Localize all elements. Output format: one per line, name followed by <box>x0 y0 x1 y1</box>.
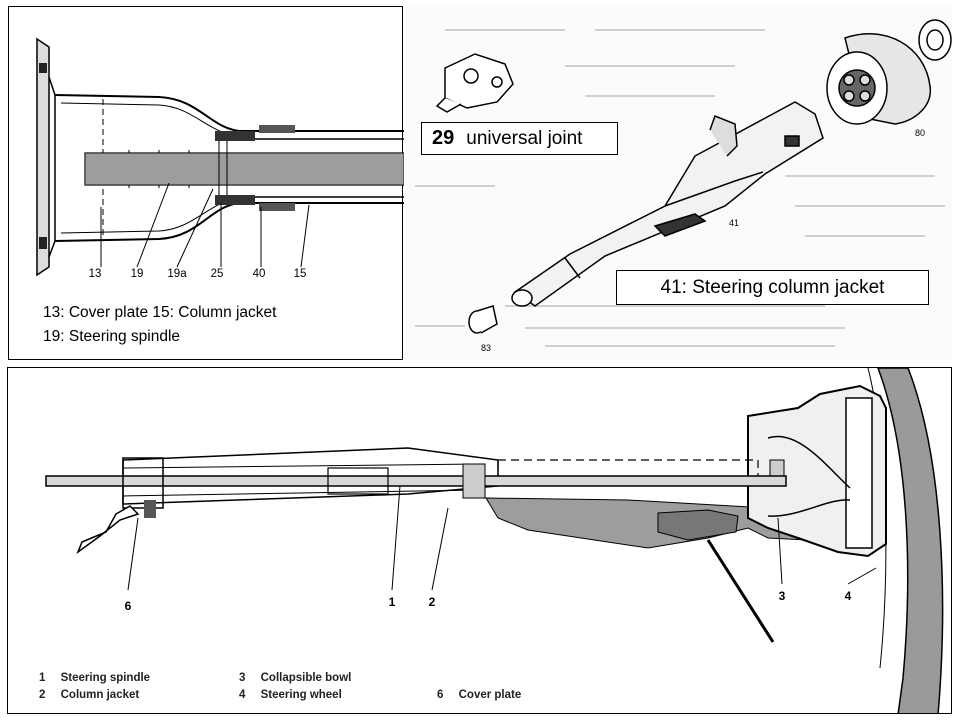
legend-item-1: 1 Steering spindle <box>39 672 150 684</box>
callout-3: 3 <box>779 589 786 603</box>
exploded-view-drawing: 80 41 83 <box>415 19 952 353</box>
legend-text: Collapsible bowl <box>260 672 352 684</box>
legend-text: Cover plate <box>458 689 522 701</box>
callout-25: 25 <box>211 268 224 280</box>
cross-section-drawing: 13 19 19a 25 40 15 <box>36 37 404 280</box>
universal-joint-label: 29 universal joint <box>421 122 618 155</box>
exploded-view-panel: 80 41 83 29 universal joint 41: Steering… <box>405 6 952 360</box>
callout-2: 2 <box>429 595 436 609</box>
bushing-icon <box>468 305 498 334</box>
callout-6: 6 <box>125 599 132 613</box>
legend-item-2: 2 Column jacket <box>39 689 139 701</box>
legend-num: 4 <box>239 689 246 701</box>
legend-text: Steering spindle <box>60 672 151 684</box>
callout-41: 41 <box>729 218 739 228</box>
legend-item-4: 4 Steering wheel <box>239 689 342 701</box>
callout-13: 13 <box>89 268 102 280</box>
legend-num: 6 <box>437 689 444 701</box>
assembly-panel: 6 1 2 3 4 1 Steering spindle 2 Column ja… <box>7 367 952 714</box>
legend-num: 3 <box>239 672 246 684</box>
ujoint-text: universal joint <box>466 127 583 149</box>
callout-40: 40 <box>253 268 266 280</box>
callout-1: 1 <box>389 595 396 609</box>
caption-line-1: 13: Cover plate 15: Column jacket <box>43 304 277 321</box>
column-jacket-icon <box>511 101 824 307</box>
legend-item-3: 3 Collapsible bowl <box>239 672 351 684</box>
jacket-label: 41: Steering column jacket <box>616 270 929 305</box>
assembly-drawing: 6 1 2 3 4 <box>45 368 944 713</box>
legend-num: 2 <box>39 689 46 701</box>
callout-15: 15 <box>294 268 307 280</box>
callout-83: 83 <box>481 343 491 353</box>
callout-19: 19 <box>131 268 144 280</box>
collapsible-bowl-icon <box>826 19 952 125</box>
legend-item-6: 6 Cover plate <box>437 689 521 701</box>
universal-joint-icon <box>435 53 514 113</box>
cross-section-panel: 13 19 19a 25 40 15 13: Cover plate 15: C… <box>8 6 404 360</box>
legend-num: 1 <box>39 672 46 684</box>
ujoint-number: 29 <box>432 127 455 149</box>
callout-80: 80 <box>915 128 925 138</box>
callout-4: 4 <box>845 589 852 603</box>
legend-text: Steering wheel <box>260 689 342 701</box>
caption-line-2: 19: Steering spindle <box>43 328 181 345</box>
callout-19a: 19a <box>167 268 187 280</box>
legend-text: Column jacket <box>60 689 140 701</box>
